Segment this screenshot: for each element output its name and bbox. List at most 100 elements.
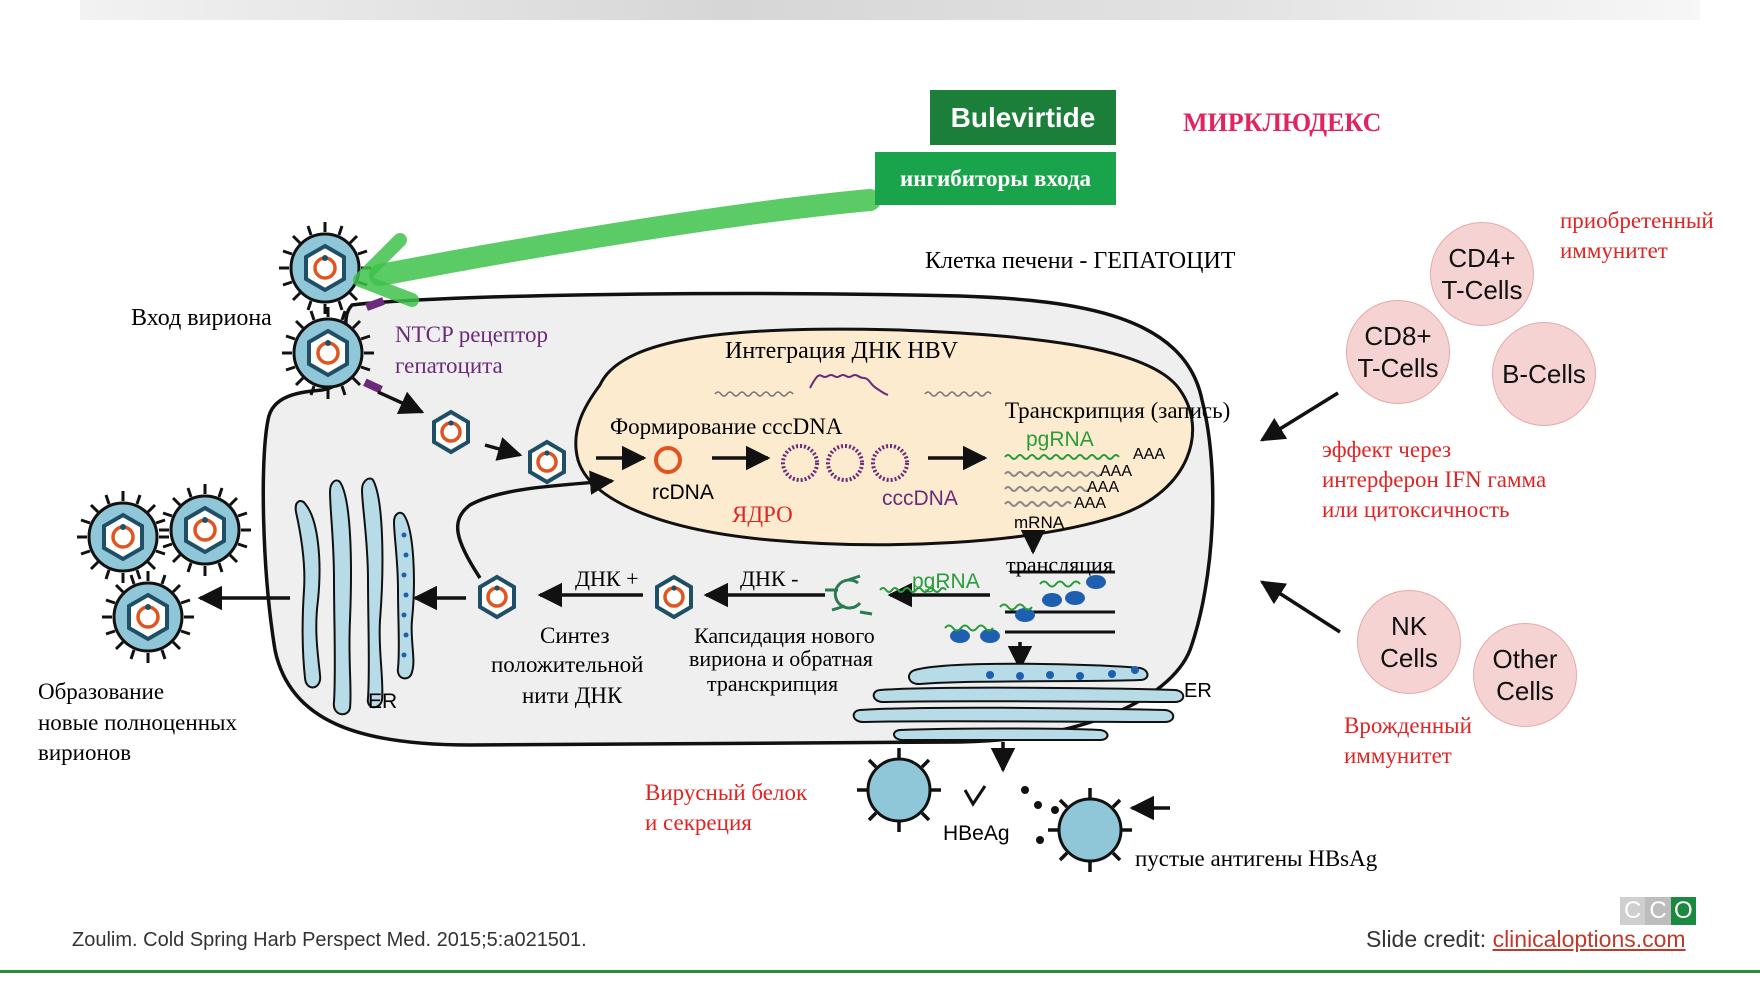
arrow-innate-immunity — [1259, 580, 1341, 634]
transcription-label: Транскрипция (запись) — [1005, 398, 1231, 423]
bcell-label: B-Cells — [1502, 358, 1586, 389]
mrna-strand-2 — [1004, 486, 1090, 492]
formation-label-1: Образование — [38, 679, 165, 704]
capsid-dna-plus — [478, 575, 516, 619]
cd4-label-1: CD4+ — [1448, 242, 1516, 273]
bulevirtide-label: Bulevirtide — [930, 90, 1116, 145]
arrow-entry-to-capsid — [377, 390, 425, 415]
nucleus-label: ЯДРО — [732, 502, 793, 527]
capsid-uncoating-2 — [528, 440, 566, 484]
encapsidation-label-2: вириона и обратная — [689, 646, 873, 671]
cd4-label-2: T-Cells — [1441, 275, 1523, 305]
aaa-label-3: AAA — [1087, 479, 1120, 496]
ifn-effect-label-3: или цитоксичность — [1322, 497, 1510, 522]
other-label-2: Cells — [1496, 676, 1554, 706]
nk-label-1: NK — [1390, 610, 1428, 641]
integration-hbv-line — [809, 374, 889, 396]
acquired-immunity-label-2: иммунитет — [1560, 238, 1668, 263]
secretion-label-2: и секреция — [645, 810, 752, 835]
slide-credit: Slide credit: clinicaloptions.com — [1366, 926, 1686, 953]
formation-label-2: новые полноценных — [38, 710, 237, 735]
acquired-immunity-label-1: приобретенный — [1560, 208, 1714, 233]
synthesis-label-1: Синтез — [540, 623, 610, 648]
secretion-label-1: Вирусный белок — [645, 780, 808, 805]
encapsidation-icon — [825, 574, 873, 616]
pgrna-strand — [1004, 454, 1120, 460]
cd8-label-2: T-Cells — [1357, 353, 1439, 383]
cccdna-circle-2 — [826, 444, 864, 482]
rcdna-label: rcDNA — [652, 481, 714, 504]
nk-cell: NK Cells — [1357, 590, 1461, 694]
formation-label-3: вирионов — [38, 740, 132, 765]
cd8-tcell: CD8+ T-Cells — [1346, 300, 1450, 404]
ntcp-label-2: гепатоцита — [395, 353, 503, 378]
pgrna-cyto-label: pgRNA — [912, 570, 980, 593]
cd4-tcell: CD4+ T-Cells — [1430, 222, 1534, 326]
slide-credit-prefix: Slide credit: — [1366, 926, 1493, 952]
cccdna-label: cccDNA — [882, 487, 958, 510]
hbeag-label: HBeAg — [943, 822, 1010, 845]
pgrna-strand-cyto — [879, 587, 947, 593]
mrna-strand-1 — [1004, 471, 1102, 477]
mrna-strand-3 — [1004, 501, 1072, 507]
hbsag-label: пустые антигены HBsAg — [1135, 846, 1378, 871]
dna-minus-label: ДНК - — [740, 566, 799, 591]
synthesis-label-3: нити ДНК — [522, 683, 623, 708]
logo-letter-2: C — [1645, 897, 1671, 925]
er-label-right: ER — [1184, 680, 1212, 702]
integration-dna-line — [714, 391, 794, 397]
entry-inhibitors-label: ингибиторы входа — [875, 152, 1116, 205]
virion-entering-1 — [277, 220, 373, 316]
ntcp-label-1: NTCP рецептор — [395, 322, 548, 347]
encapsidation-label-3: транскрипция — [707, 671, 839, 696]
secreted-virion-particle — [855, 746, 943, 834]
hbeag-particles — [963, 785, 1059, 844]
ntcp-receptor-1 — [365, 297, 385, 311]
cccdna-circle-1 — [781, 444, 819, 482]
encapsidation-label-1: Капсидация нового — [694, 623, 875, 648]
virion-new-3 — [100, 569, 196, 665]
top-gradient-bar — [80, 0, 1700, 20]
clinicaloptions-link[interactable]: clinicaloptions.com — [1492, 926, 1686, 952]
capsid-dna-minus — [655, 575, 693, 619]
aaa-label-2: AAA — [1100, 463, 1133, 480]
citation: Zoulim. Cold Spring Harb Perspect Med. 2… — [72, 929, 587, 951]
aaa-label-1: AAA — [1133, 446, 1166, 463]
ntcp-receptor-2 — [363, 378, 383, 394]
rcdna-circle — [654, 446, 682, 474]
translation-ribosomes — [944, 570, 1115, 643]
er-label-left: ER — [368, 690, 398, 713]
arrow-recycling — [455, 470, 615, 579]
hbsag-particle — [1046, 786, 1134, 874]
ifn-effect-label-2: интерферон IFN гамма — [1322, 467, 1547, 492]
cco-logo: C C O — [1620, 897, 1696, 925]
mrna-label: mRNA — [1014, 513, 1065, 532]
er-left — [294, 477, 415, 716]
nk-label-2: Cells — [1380, 643, 1438, 673]
er-right — [852, 662, 1185, 742]
innate-immunity-label-2: иммунитет — [1344, 743, 1452, 768]
integration-label: Интеграция ДНК HBV — [725, 338, 958, 364]
er-left-ribosomes — [401, 532, 409, 658]
bottom-green-line — [0, 970, 1760, 973]
bcell: B-Cells — [1492, 322, 1596, 426]
logo-letter-3: O — [1670, 897, 1696, 925]
virion-new-2 — [157, 482, 253, 578]
innate-immunity-label-1: Врожденный — [1344, 713, 1472, 738]
pgrna-label: pgRNA — [1026, 428, 1094, 451]
cccdna-formation-label: Формирование cccDNA — [610, 414, 843, 439]
other-cell: Other Cells — [1473, 623, 1577, 727]
cd8-label-1: CD8+ — [1364, 320, 1432, 351]
entry-inhibitor-arrow — [369, 189, 881, 286]
integration-dna-line-right — [924, 391, 992, 397]
brand-title: МИРКЛЮДЕКС — [1183, 108, 1382, 137]
er-right-ribosomes — [986, 666, 1139, 680]
translation-label: трансляция — [1006, 552, 1113, 577]
virion-entry-label: Вход вириона — [131, 305, 272, 331]
cccdna-circle-3 — [871, 444, 909, 482]
virion-new-1 — [75, 489, 171, 585]
arrow-capsid-to-capsid — [484, 437, 523, 461]
logo-letter-1: C — [1620, 897, 1646, 925]
capsid-uncoating-1 — [432, 410, 470, 454]
